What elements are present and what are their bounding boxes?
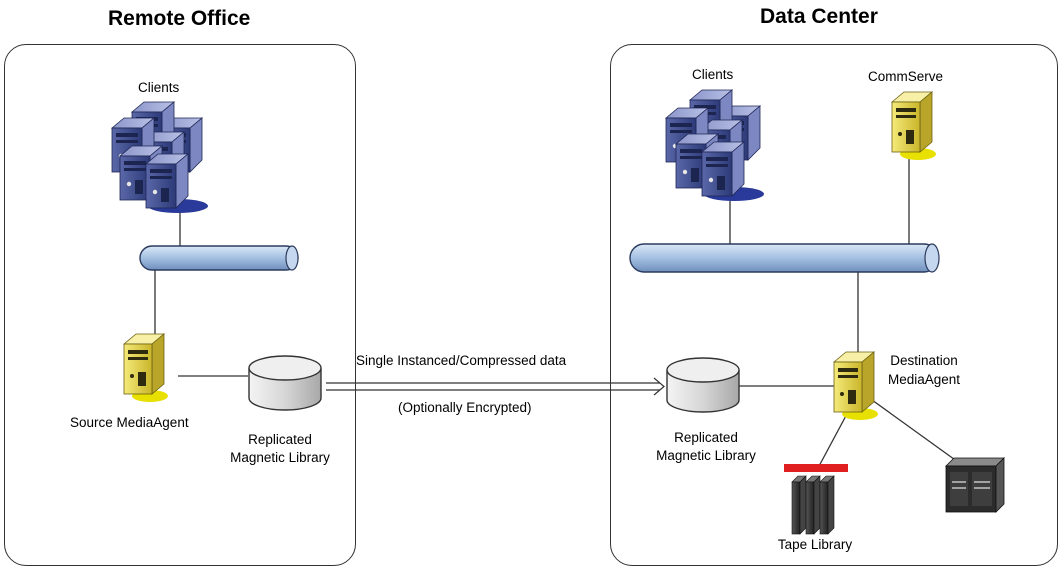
link-label-line2: (Optionally Encrypted) — [398, 400, 532, 415]
destination-mediaagent-label-line2: MediaAgent — [887, 372, 961, 387]
remote-clients-label: Clients — [138, 80, 180, 95]
replication-arrow — [326, 377, 665, 396]
yellow-server-icon — [833, 351, 879, 421]
dc-mediaagent-to-tape-line — [817, 411, 849, 469]
tape-library-label: Tape Library — [777, 537, 853, 552]
yellow-server-icon — [891, 91, 937, 161]
remote-office-title: Remote Office — [108, 7, 251, 30]
destination-mediaagent-label-line1: Destination — [890, 353, 958, 368]
disk-library-icon — [248, 355, 322, 411]
dc-library-label-line1: Replicated — [674, 430, 738, 445]
network-bus-icon — [139, 245, 299, 271]
remote-library-label-line2: Magnetic Library — [230, 450, 330, 465]
disk-library-icon — [666, 357, 740, 413]
source-mediaagent-label: Source MediaAgent — [70, 415, 189, 430]
dc-mediaagent-to-storage-line — [871, 399, 959, 463]
dc-clients-label: Clients — [692, 67, 734, 82]
dc-library-label-line2: Magnetic Library — [656, 448, 756, 463]
remote-library-label-line1: Replicated — [248, 432, 312, 447]
storage-array-icon — [945, 457, 1005, 513]
tape-library-icon — [784, 464, 848, 535]
client-server-cluster-icon — [111, 101, 208, 213]
client-server-cluster-icon — [665, 89, 764, 201]
yellow-server-icon — [123, 333, 169, 403]
network-bus-icon — [629, 243, 940, 273]
data-center-title: Data Center — [760, 5, 878, 28]
commserve-label: CommServe — [868, 69, 944, 84]
link-label-line1: Single Instanced/Compressed data — [356, 353, 567, 368]
